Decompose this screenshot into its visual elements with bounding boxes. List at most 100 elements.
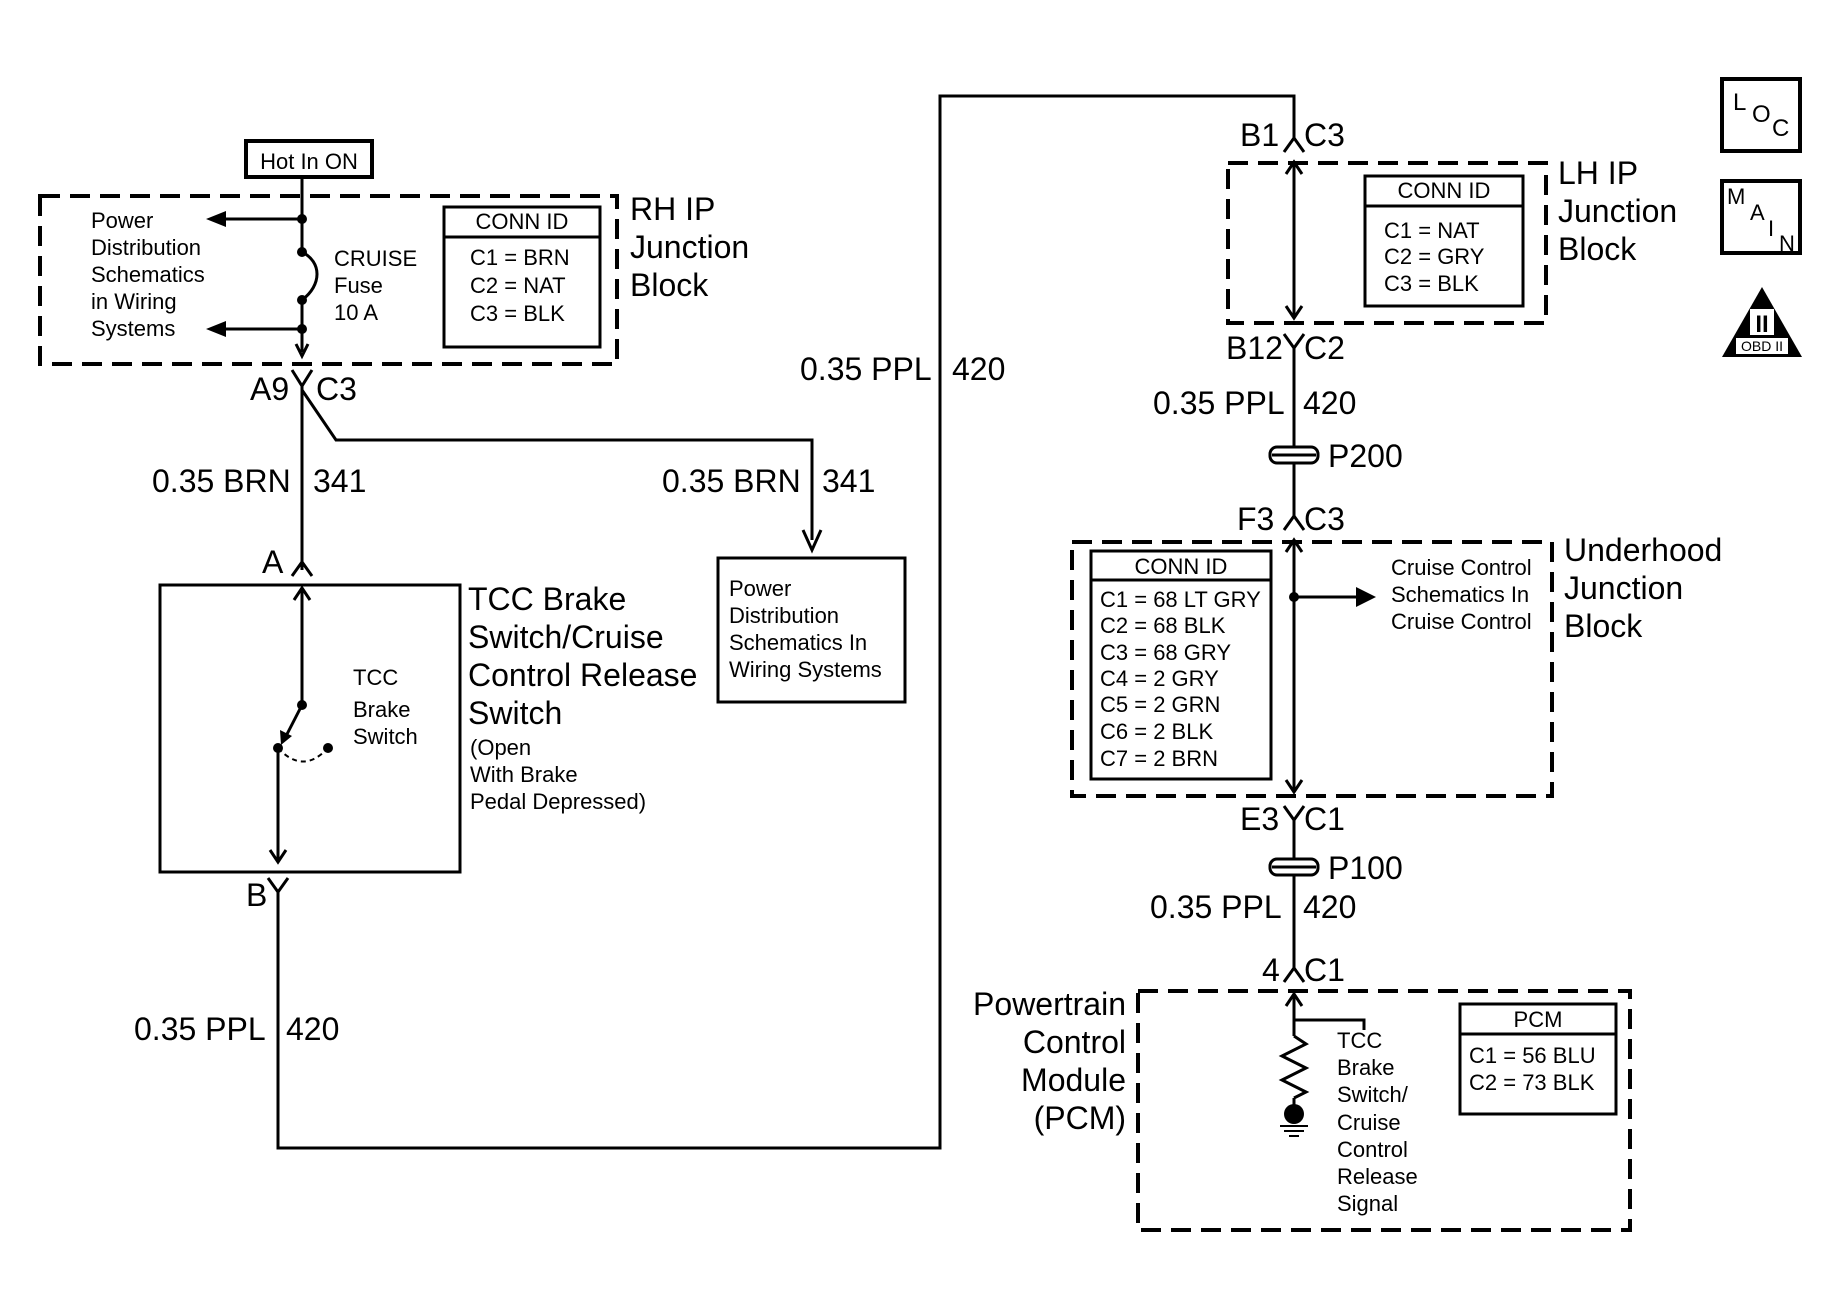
- svg-text:Power: Power: [729, 576, 791, 601]
- tcc-title-1: TCC Brake: [468, 581, 626, 617]
- pcm-signal-1: TCC: [1337, 1028, 1382, 1053]
- lh-ip-junction-block: [1226, 161, 1548, 325]
- loc-icon: L O C: [1720, 77, 1802, 153]
- svg-text:A: A: [1750, 200, 1765, 225]
- svg-text:N: N: [1779, 231, 1795, 256]
- pcm-conn-table: [1458, 1002, 1618, 1116]
- p200-splice: [1268, 445, 1320, 465]
- underhood-conn-id-table: [1089, 549, 1273, 781]
- svg-text:in Wiring: in Wiring: [91, 289, 177, 314]
- svg-text:Wiring Systems: Wiring Systems: [729, 657, 882, 682]
- underhood-title-3: Block: [1564, 608, 1643, 644]
- svg-text:CONN ID: CONN ID: [476, 209, 569, 234]
- underhood-bottom-pin: E3: [1240, 801, 1279, 837]
- obd-roman: II: [1755, 311, 1768, 338]
- tcc-title-4: Switch: [468, 695, 562, 731]
- lh-ip-top-pin: B1: [1240, 117, 1279, 153]
- svg-text:C5 = 2 GRN: C5 = 2 GRN: [1100, 692, 1220, 717]
- pcm-signal-6: Release: [1337, 1164, 1418, 1189]
- power-ref-arrow-lower: [206, 321, 226, 337]
- svg-text:C4 = 2 GRY: C4 = 2 GRY: [1100, 666, 1219, 691]
- tcc-pin-a: A: [262, 544, 284, 580]
- svg-text:C3 = BLK: C3 = BLK: [470, 301, 565, 326]
- lh-ip-bottom-pin: B12: [1226, 330, 1283, 366]
- wire-341-left-circuit: 341: [313, 463, 366, 499]
- rh-ip-title-2: Junction: [630, 229, 749, 265]
- cruise-fuse-symbol: [301, 250, 319, 302]
- powertrain-control-module: [1136, 989, 1632, 1232]
- tcc-note-1: (Open: [470, 735, 531, 760]
- rh-ip-pin: A9: [250, 371, 289, 407]
- svg-text:C1 = BRN: C1 = BRN: [470, 245, 570, 270]
- lh-ip-title-3: Block: [1558, 231, 1637, 267]
- hot-in-on-box: [244, 139, 374, 179]
- fuse-label-1: CRUISE: [334, 246, 417, 271]
- pcm-signal-5: Control: [1337, 1137, 1408, 1162]
- svg-text:Power: Power: [91, 208, 153, 233]
- svg-text:C3 = BLK: C3 = BLK: [1384, 271, 1479, 296]
- svg-text:C3 = 68 GRY: C3 = 68 GRY: [1100, 640, 1231, 665]
- lh-ip-title-1: LH IP: [1558, 155, 1638, 191]
- tcc-note-3: Pedal Depressed): [470, 789, 646, 814]
- wire-420-right1-circuit: 420: [1303, 385, 1356, 421]
- tcc-inner-label-2: Brake: [353, 697, 410, 722]
- svg-text:C1 = 56 BLU: C1 = 56 BLU: [1469, 1043, 1596, 1068]
- p200-label: P200: [1328, 438, 1403, 474]
- svg-text:Schematics In: Schematics In: [729, 630, 867, 655]
- pcm-signal-2: Brake: [1337, 1055, 1394, 1080]
- pcm-resistor-symbol: [1278, 1034, 1310, 1100]
- svg-text:CONN ID: CONN ID: [1135, 554, 1228, 579]
- svg-text:Schematics: Schematics: [91, 262, 205, 287]
- underhood-top-conn: C3: [1304, 501, 1345, 537]
- svg-text:C: C: [1772, 115, 1789, 142]
- svg-text:O: O: [1752, 101, 1771, 128]
- wire-341-right-size: 0.35 BRN: [662, 463, 801, 499]
- obd-ii-icon: II OBD II: [1722, 287, 1802, 357]
- wire-341-left-size: 0.35 BRN: [152, 463, 291, 499]
- wire-420-right2-circuit: 420: [1303, 889, 1356, 925]
- cruise-ref-1: Cruise Control: [1391, 555, 1532, 580]
- wire-420-right2-size: 0.35 PPL: [1150, 889, 1282, 925]
- tcc-note-2: With Brake: [470, 762, 578, 787]
- svg-text:L: L: [1733, 89, 1746, 116]
- rh-ip-conn: C3: [316, 371, 357, 407]
- underhood-bottom-conn: C1: [1304, 801, 1345, 837]
- obd-label: OBD II: [1741, 338, 1783, 354]
- tcc-inner-label-1: TCC: [353, 665, 398, 690]
- power-ref-arrow-upper: [206, 211, 226, 227]
- rh-ip-conn-id-table: [442, 205, 602, 349]
- lh-ip-title-2: Junction: [1558, 193, 1677, 229]
- pcm-title-2: Control: [1023, 1024, 1126, 1060]
- wire-420-right1-size: 0.35 PPL: [1153, 385, 1285, 421]
- pcm-pin: 4: [1262, 952, 1280, 988]
- wire-341-right-circuit: 341: [822, 463, 875, 499]
- underhood-title-1: Underhood: [1564, 532, 1722, 568]
- underhood-top-pin: F3: [1237, 501, 1274, 537]
- cruise-ref-2: Schematics In: [1391, 582, 1529, 607]
- pcm-signal-3: Switch/: [1337, 1082, 1409, 1107]
- rh-ip-junction-block: [38, 194, 619, 366]
- main-icon: M A I N: [1720, 179, 1802, 256]
- tcc-pin-b: B: [246, 877, 267, 913]
- wire-420-mid-size: 0.35 PPL: [800, 351, 932, 387]
- pcm-signal-4: Cruise: [1337, 1110, 1401, 1135]
- svg-text:C2 = 73 BLK: C2 = 73 BLK: [1469, 1070, 1595, 1095]
- svg-text:C2 = GRY: C2 = GRY: [1384, 244, 1485, 269]
- hot-in-on-label: Hot In ON: [260, 149, 358, 174]
- svg-text:C2 = 68 BLK: C2 = 68 BLK: [1100, 613, 1226, 638]
- tcc-inner-label-3: Switch: [353, 724, 418, 749]
- p100-label: P100: [1328, 850, 1403, 886]
- underhood-junction-block: [1070, 540, 1554, 798]
- svg-text:Systems: Systems: [91, 316, 175, 341]
- cruise-ref-3: Cruise Control: [1391, 609, 1532, 634]
- fuse-label-3: 10 A: [334, 300, 378, 325]
- tcc-brake-switch-box: [158, 583, 462, 874]
- power-distribution-box: [716, 556, 907, 704]
- wire-420-bottom-circuit: 420: [286, 1011, 339, 1047]
- pcm-signal-7: Signal: [1337, 1191, 1398, 1216]
- tcc-title-2: Switch/Cruise: [468, 619, 664, 655]
- svg-text:CONN ID: CONN ID: [1398, 178, 1491, 203]
- pcm-conn: C1: [1304, 952, 1345, 988]
- pcm-title-3: Module: [1021, 1062, 1126, 1098]
- svg-text:I: I: [1768, 216, 1774, 241]
